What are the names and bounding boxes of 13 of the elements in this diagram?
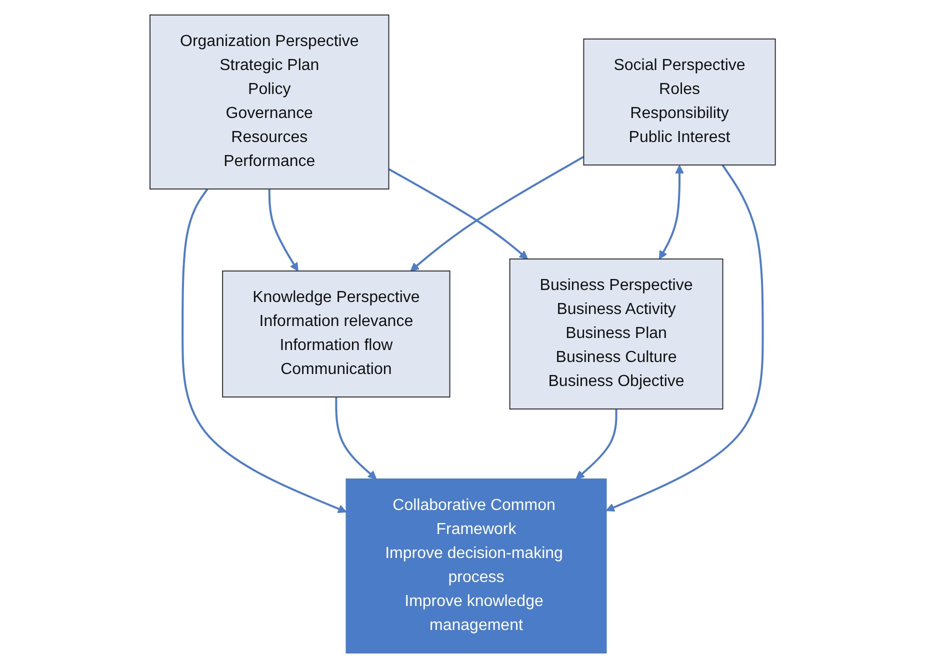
arrow — [410, 155, 585, 271]
arrow — [268, 188, 299, 271]
node-box: Organization Perspective Strategic Plan Policy Governance Resources Performance — [150, 14, 390, 189]
arrow — [576, 408, 618, 479]
arrow — [182, 188, 347, 512]
arrow — [659, 164, 684, 259]
arrow — [606, 164, 764, 512]
node-box: Social Perspective Roles Responsibility Public Interest — [584, 38, 776, 165]
node-box: Collaborative Common Framework Improve decision-making process Improve knowledge management — [346, 478, 608, 653]
arrow — [336, 396, 378, 479]
node-box: Business Perspective Business Activity Business Plan Business Culture Business Objective — [510, 258, 724, 409]
arrow — [388, 168, 528, 259]
node-box: Knowledge Perspective Information relevance Information flow Communication — [222, 270, 451, 397]
